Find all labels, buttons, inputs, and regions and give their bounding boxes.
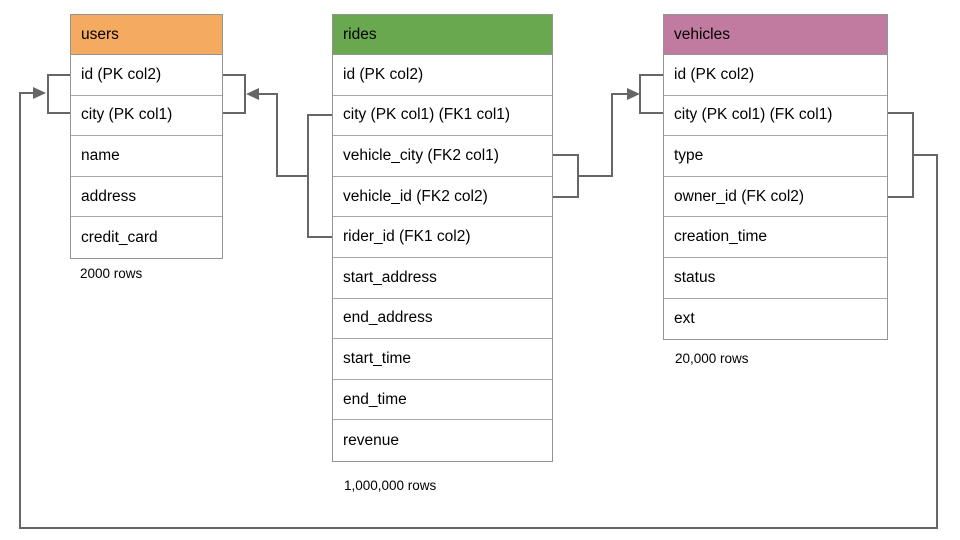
table-rides-column: id (PK col2) [333,55,552,96]
table-users-column: address [71,177,222,218]
table-vehicles: vehicles id (PK col2) city (PK col1) (FK… [663,14,888,341]
table-users-column: id (PK col2) [71,55,222,96]
fk1-arrowhead-icon [246,88,259,100]
rides-row-count: 1,000,000 rows [344,478,437,493]
table-rides: rides id (PK col2) city (PK col1) (FK1 c… [332,14,553,462]
table-users-column: credit_card [81,228,158,246]
connector-rides-fk1-users [222,74,332,238]
table-vehicles-column: status [664,258,887,299]
table-vehicles-column: owner_id (FK col2) [664,177,887,218]
table-rides-column: city (PK col1) (FK1 col1) [333,96,552,137]
users-row-count: 2000 rows [80,266,143,281]
table-vehicles-column: ext [674,309,695,327]
table-users-column: name [71,136,222,177]
vehicles-row-count: 20,000 rows [675,351,749,366]
users-left-bracket [47,74,70,114]
table-users-title: users [71,15,222,55]
vehicles-left-bracket [639,74,663,114]
fk-arrowhead-icon [33,87,46,99]
table-rides-column: end_time [333,380,552,421]
table-rides-title: rides [333,15,552,55]
table-vehicles-column: creation_time [664,217,887,258]
table-rides-column: start_address [333,258,552,299]
fk1-elbow-line [249,93,308,177]
table-vehicles-title: vehicles [664,15,887,55]
rides-right-bracket [553,154,579,198]
fk2-elbow-line [578,93,634,177]
table-rides-column: rider_id (FK1 col2) [333,217,552,258]
table-rides-column: vehicle_city (FK2 col1) [333,136,552,177]
rides-left-bracket [307,114,332,238]
table-vehicles-column: type [664,136,887,177]
table-rides-column: start_time [333,339,552,380]
table-vehicles-column: id (PK col2) [664,55,887,96]
table-users: users id (PK col2) city (PK col1) name a… [70,14,223,259]
table-rides-column: revenue [343,431,400,449]
users-right-bracket [222,74,246,114]
table-rides-column: vehicle_id (FK2 col2) [333,177,552,218]
vehicles-right-bracket [888,112,914,198]
fk2-arrowhead-icon [627,88,640,100]
connector-rides-fk2-vehicles [553,74,663,198]
table-rides-column: end_address [333,299,552,340]
table-users-column: city (PK col1) [71,96,222,137]
table-vehicles-column: city (PK col1) (FK col1) [664,96,887,137]
